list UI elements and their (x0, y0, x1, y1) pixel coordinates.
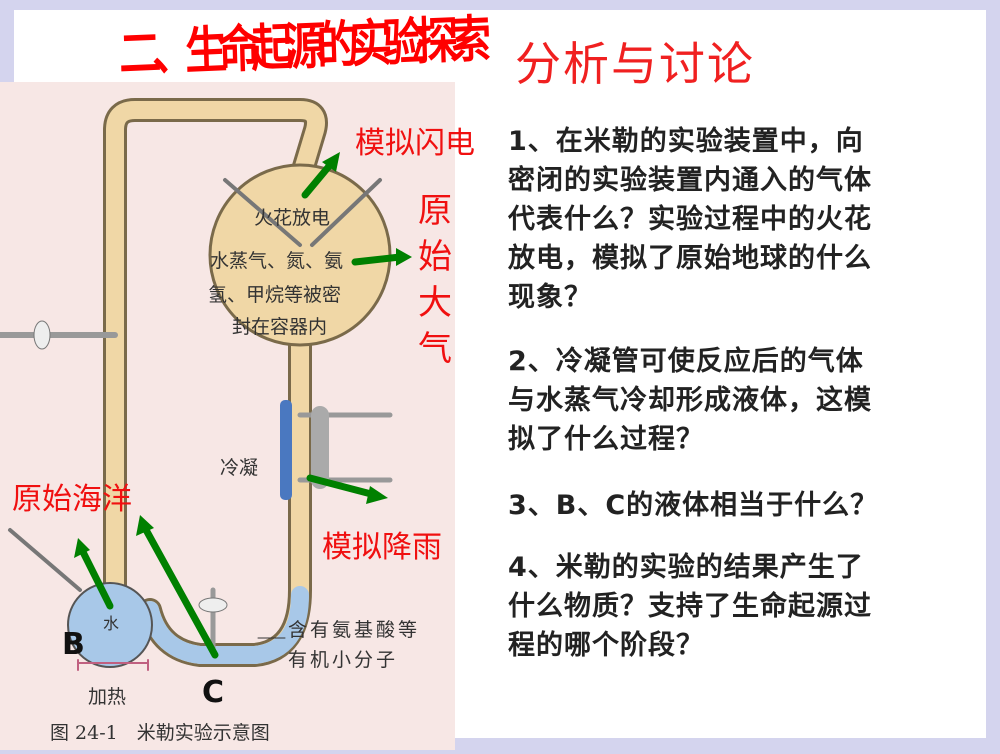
question-line: 密闭的实验装置内通入的气体 (508, 165, 872, 196)
label-rain: 模拟降雨 (322, 530, 442, 565)
question-line: 1、在米勒的实验装置中，向 (508, 126, 864, 157)
label-spark: 火花放电 (254, 207, 331, 229)
section-heading: 分析与讨论 (515, 37, 755, 91)
flask-text: 封在容器内 (232, 316, 328, 338)
question-line: 3、B、C的液体相当于什么？ (508, 490, 879, 521)
annotation-arrows (78, 161, 404, 659)
label-lightning: 模拟闪电 (355, 126, 475, 161)
flask-text: 水蒸气、氮、氨 (210, 250, 344, 272)
slide-title: 二、生命起源的实验探索 (118, 9, 483, 84)
water-flask (67, 582, 153, 668)
miller-diagram (0, 82, 455, 750)
question-line: 现象？ (508, 282, 592, 313)
label-b: B (62, 627, 85, 662)
product-text: 含有氨基酸等 (288, 619, 421, 641)
flask-text: 氢、甲烷等被密 (208, 284, 342, 306)
product-text: 有机小分子 (288, 649, 399, 671)
figure-caption: 图 24-1 米勒实验示意图 (50, 722, 270, 744)
label-condense: 冷凝 (220, 457, 259, 479)
question-line: 程的哪个阶段？ (508, 630, 704, 661)
question-line: 拟了什么过程？ (508, 424, 704, 455)
valve (33, 320, 51, 350)
heating-coil (77, 659, 149, 671)
question-line: 4、米勒的实验的结果产生了 (508, 552, 864, 583)
question-3: 3、B、C的液体相当于什么？ (508, 486, 878, 525)
question-line: 2、冷凝管可使反应后的气体 (508, 346, 864, 377)
question-4: 4、米勒的实验的结果产生了 什么物质？支持了生命起源过 程的哪个阶段？ (508, 548, 872, 665)
label-water: 水 (103, 614, 120, 633)
water-u-tube (141, 586, 309, 664)
label-c: C (202, 675, 225, 710)
question-line: 放电，模拟了原始地球的什么 (508, 243, 872, 274)
question-2: 2、冷凝管可使反应后的气体 与水蒸气冷却形成液体，这模 拟了什么过程？ (508, 342, 872, 459)
label-heat: 加热 (88, 686, 127, 708)
label-atmosphere: 原始大气 (418, 191, 452, 369)
question-1: 1、在米勒的实验装置中，向 密闭的实验装置内通入的气体 代表什么？实验过程中的火… (508, 122, 872, 317)
question-line: 什么物质？支持了生命起源过 (508, 591, 872, 622)
question-line: 与水蒸气冷却形成液体，这模 (508, 385, 872, 416)
label-ocean: 原始海洋 (12, 482, 132, 517)
question-line: 代表什么？实验过程中的火花 (508, 204, 872, 235)
condenser (280, 400, 292, 500)
apparatus-drawing (0, 98, 412, 671)
